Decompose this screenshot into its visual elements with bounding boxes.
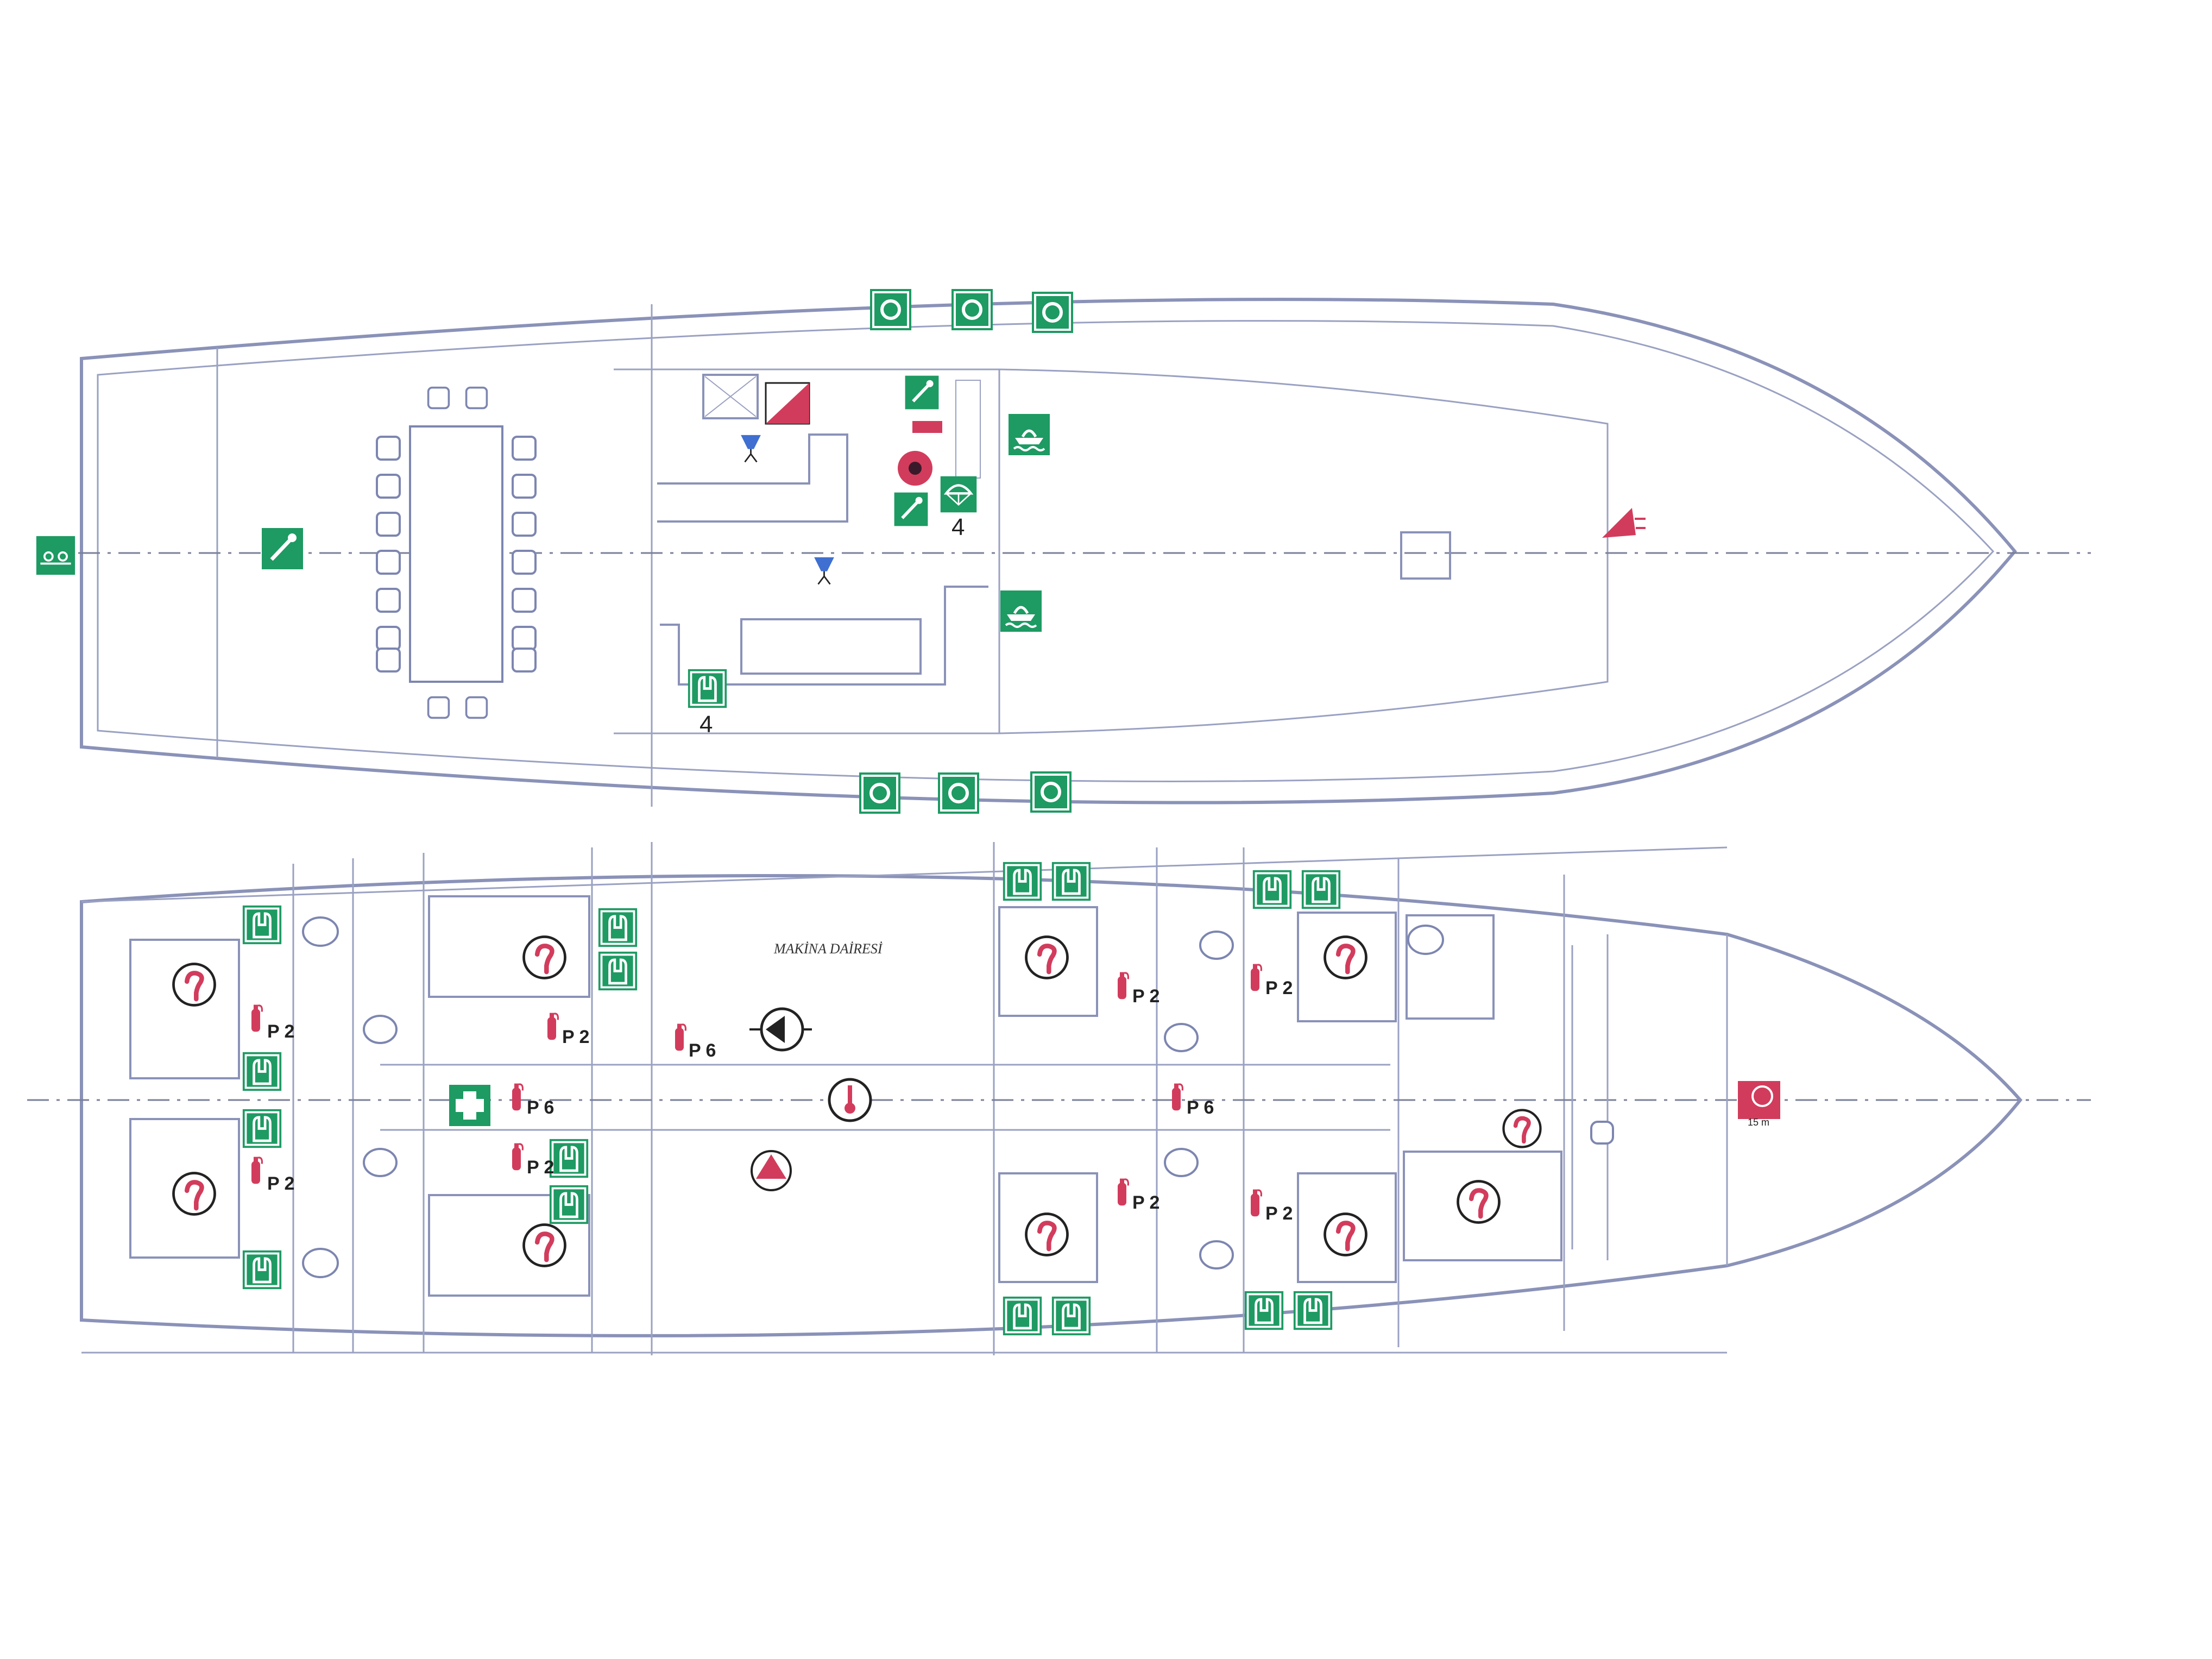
fire-pump-icon bbox=[751, 1150, 792, 1191]
fire-hose-box-icon: 15 m bbox=[1738, 1081, 1780, 1128]
p-label: P 2 bbox=[267, 1173, 294, 1194]
p-label: P 6 bbox=[689, 1040, 716, 1061]
muster-point-icon bbox=[1000, 590, 1042, 632]
p-label: P 2 bbox=[1265, 978, 1293, 998]
p-label: P 2 bbox=[1265, 1203, 1293, 1224]
lifejacket-count: 4 bbox=[951, 514, 965, 541]
wc-fixtures bbox=[302, 916, 1614, 1278]
fire-bell-icon bbox=[1602, 508, 1646, 538]
thermometer-icon bbox=[828, 1078, 872, 1122]
parachute-icon bbox=[941, 476, 977, 513]
first-aid-icon bbox=[449, 1085, 490, 1126]
p-label: P 6 bbox=[527, 1097, 554, 1118]
p-label: P 2 bbox=[1132, 1192, 1159, 1213]
tool-icon bbox=[894, 493, 928, 526]
hose-length-label: 15 m bbox=[1748, 1117, 1769, 1128]
p-label: P 2 bbox=[527, 1157, 554, 1178]
lifejacket-count: 4 bbox=[699, 711, 713, 738]
muster-point-icon bbox=[1009, 414, 1050, 455]
emergency-lamp-icon bbox=[740, 434, 762, 463]
p-label: P 2 bbox=[267, 1021, 294, 1042]
tool-icon bbox=[905, 376, 939, 410]
lifebuoys bbox=[859, 289, 1073, 814]
p-label: P 2 bbox=[562, 1027, 589, 1047]
bridge-instruments bbox=[898, 380, 981, 486]
lifejacket-icon bbox=[688, 669, 727, 708]
stern-buoy-icon bbox=[35, 535, 76, 576]
upper-deck bbox=[38, 298, 2091, 807]
p-label: P 2 bbox=[1132, 986, 1159, 1007]
emergency-lamp-icon bbox=[813, 556, 835, 585]
engine-room-label: MAKİNA DAİRESİ bbox=[773, 941, 883, 957]
fire-alarm-icon bbox=[749, 1007, 812, 1052]
p-label: P 6 bbox=[1187, 1097, 1214, 1118]
muster-point-icon bbox=[262, 528, 303, 569]
extinguisher-labels: P 2 P 2 P 2 P 6 P 2 P 6 P 2 P 2 P 6 P 2 … bbox=[267, 978, 1293, 1224]
lower-deck bbox=[27, 842, 2091, 1355]
